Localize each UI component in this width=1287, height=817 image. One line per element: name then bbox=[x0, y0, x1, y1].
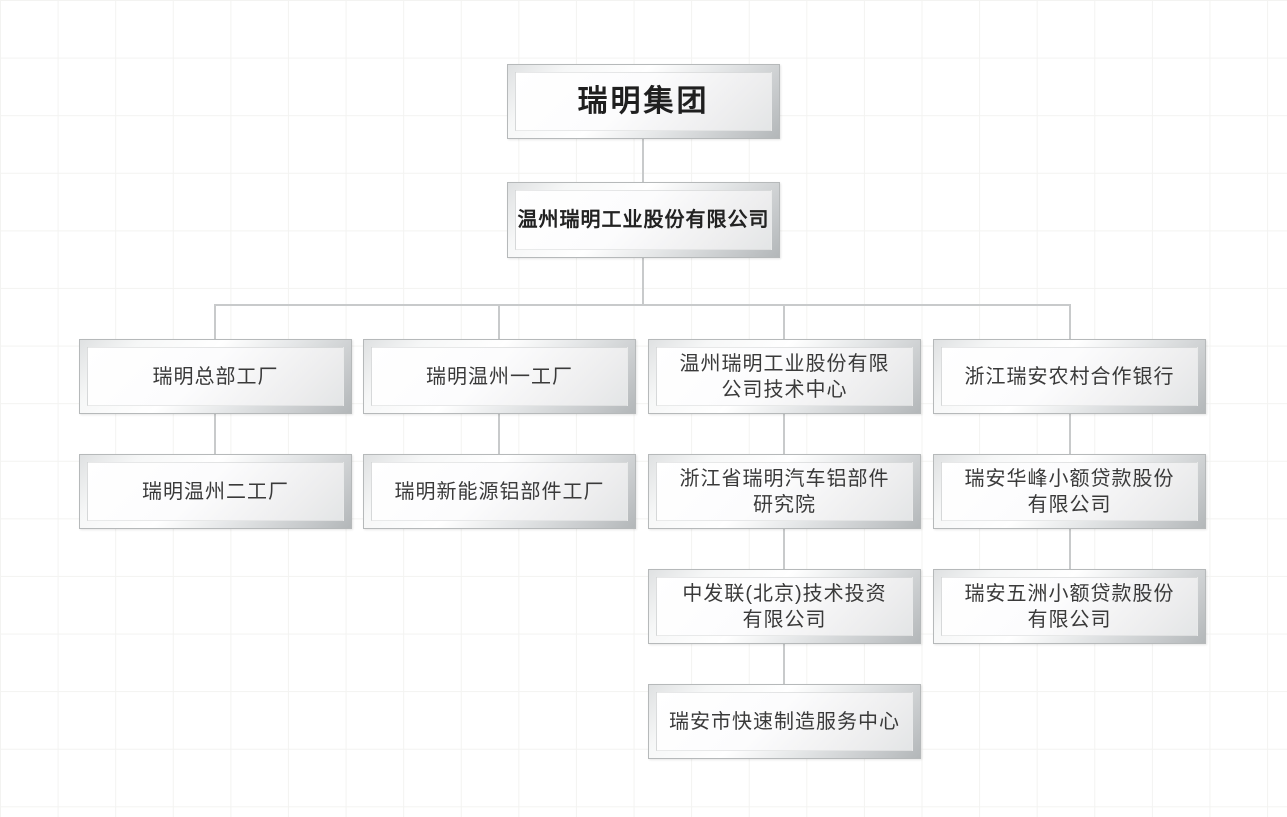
connector-holding-bus bbox=[642, 258, 644, 305]
org-node-label: 瑞安市快速制造服务中心 bbox=[669, 710, 900, 733]
org-node-wenzhou-factory-2: 瑞明温州二工厂 bbox=[79, 454, 352, 529]
org-node-panel: 浙江省瑞明汽车铝部件 研究院 bbox=[656, 462, 913, 521]
org-node-label: 瑞明新能源铝部件工厂 bbox=[394, 480, 605, 503]
org-node-label: 中发联(北京)技术投资 有限公司 bbox=[682, 582, 887, 631]
connector-drop-col1 bbox=[214, 304, 216, 339]
org-node-headquarters-factory: 瑞明总部工厂 bbox=[79, 339, 352, 414]
org-node-auto-aluminum-research-institute: 浙江省瑞明汽车铝部件 研究院 bbox=[648, 454, 921, 529]
org-node-wenzhou-factory-1: 瑞明温州一工厂 bbox=[363, 339, 636, 414]
connector-drop-col3 bbox=[783, 304, 785, 339]
connector-col3-r2-r3 bbox=[783, 529, 785, 569]
org-node-huafeng-microloan: 瑞安华峰小额贷款股份 有限公司 bbox=[933, 454, 1206, 529]
org-node-panel: 瑞明集团 bbox=[515, 72, 772, 131]
org-node-label: 瑞明集团 bbox=[577, 84, 710, 118]
org-node-label: 瑞明总部工厂 bbox=[152, 365, 279, 388]
org-node-holding-company: 温州瑞明工业股份有限公司 bbox=[507, 182, 780, 258]
org-node-panel: 温州瑞明工业股份有限公司 bbox=[515, 190, 772, 250]
connector-col3-r1-r2 bbox=[783, 414, 785, 454]
connector-col4-r1-r2 bbox=[1069, 414, 1071, 454]
org-node-ruian-rural-bank: 浙江瑞安农村合作银行 bbox=[933, 339, 1206, 414]
org-node-label: 温州瑞明工业股份有限公司 bbox=[517, 209, 770, 231]
org-node-label: 温州瑞明工业股份有限 公司技术中心 bbox=[679, 352, 890, 401]
org-node-label: 瑞明温州一工厂 bbox=[426, 365, 573, 388]
org-node-technology-center: 温州瑞明工业股份有限 公司技术中心 bbox=[648, 339, 921, 414]
org-node-label: 瑞安华峰小额贷款股份 有限公司 bbox=[964, 467, 1175, 516]
connector-drop-col2 bbox=[498, 304, 500, 339]
connector-col2-r1-r2 bbox=[498, 414, 500, 454]
org-node-label: 浙江省瑞明汽车铝部件 研究院 bbox=[679, 467, 890, 516]
connector-drop-col4 bbox=[1069, 304, 1071, 339]
org-node-rapid-manufacturing-service-center: 瑞安市快速制造服务中心 bbox=[648, 684, 921, 759]
org-node-zhongfalian-beijing-investment: 中发联(北京)技术投资 有限公司 bbox=[648, 569, 921, 644]
org-node-label: 瑞明温州二工厂 bbox=[142, 480, 289, 503]
org-node-panel: 温州瑞明工业股份有限 公司技术中心 bbox=[656, 347, 913, 406]
org-node-panel: 瑞安五洲小额贷款股份 有限公司 bbox=[941, 577, 1198, 636]
org-node-panel: 瑞安华峰小额贷款股份 有限公司 bbox=[941, 462, 1198, 521]
org-node-panel: 瑞明新能源铝部件工厂 bbox=[371, 462, 628, 521]
connector-col1-r1-r2 bbox=[214, 414, 216, 454]
connector-col4-r2-r3 bbox=[1069, 529, 1071, 569]
connector-root-holding bbox=[642, 139, 644, 182]
connector-col3-r3-r4 bbox=[783, 644, 785, 684]
org-node-panel: 瑞明总部工厂 bbox=[87, 347, 344, 406]
org-node-label: 瑞安五洲小额贷款股份 有限公司 bbox=[964, 582, 1175, 631]
org-node-group-root: 瑞明集团 bbox=[507, 64, 780, 139]
org-node-label: 浙江瑞安农村合作银行 bbox=[964, 365, 1175, 388]
org-node-panel: 瑞安市快速制造服务中心 bbox=[656, 692, 913, 751]
org-node-wuzhou-microloan: 瑞安五洲小额贷款股份 有限公司 bbox=[933, 569, 1206, 644]
org-node-panel: 瑞明温州二工厂 bbox=[87, 462, 344, 521]
connector-bus-horizontal bbox=[214, 304, 1071, 306]
org-node-new-energy-aluminum-factory: 瑞明新能源铝部件工厂 bbox=[363, 454, 636, 529]
org-node-panel: 瑞明温州一工厂 bbox=[371, 347, 628, 406]
org-node-panel: 浙江瑞安农村合作银行 bbox=[941, 347, 1198, 406]
org-node-panel: 中发联(北京)技术投资 有限公司 bbox=[656, 577, 913, 636]
